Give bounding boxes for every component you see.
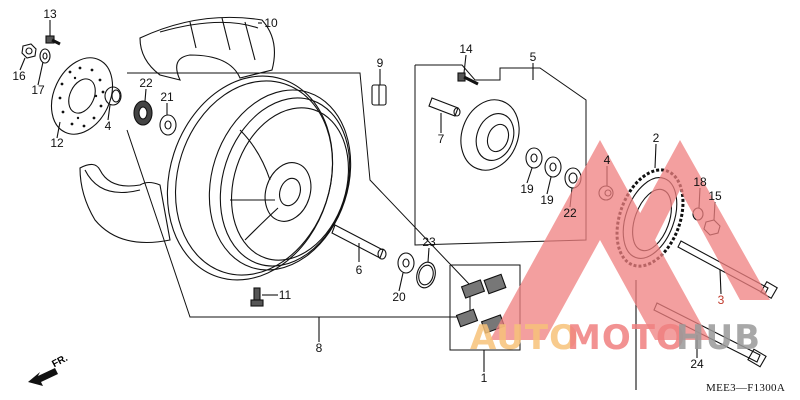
callout-7: 7: [437, 132, 445, 146]
bearing-icon: [133, 100, 153, 126]
callout-19-a: 19: [520, 182, 534, 196]
damper-group-outline: [449, 264, 521, 351]
callout-16: 16: [12, 69, 26, 83]
callout-10: 10: [264, 16, 278, 30]
callout-13: 13: [43, 7, 57, 21]
callout-3: 3: [717, 293, 725, 307]
bearing-icon: [397, 252, 415, 274]
callout-21: 21: [160, 90, 174, 104]
callout-4-left: 4: [104, 119, 112, 133]
callout-1: 1: [480, 371, 488, 385]
bolt-icon: [45, 35, 61, 46]
bearing-icon: [525, 147, 543, 169]
callout-22-left: 22: [139, 76, 153, 90]
watermark-text-auto: AUTO: [470, 318, 579, 358]
callout-2: 2: [652, 131, 660, 145]
watermark-logo-icon: [490, 140, 770, 340]
callout-11: 11: [278, 288, 292, 302]
collar-icon: [104, 86, 122, 106]
callout-15: 15: [708, 189, 722, 203]
tire-icon: [139, 16, 275, 81]
callout-12: 12: [50, 136, 64, 150]
valve-stem-icon: [250, 287, 264, 307]
callout-9: 9: [376, 56, 384, 70]
sleeve-icon: [428, 97, 461, 117]
callout-24: 24: [690, 357, 704, 371]
hub-flange-icon: [460, 99, 520, 171]
callout-22-right: 22: [563, 206, 577, 220]
callout-19-b: 19: [540, 193, 554, 207]
wheel-rim-icon: [166, 75, 352, 281]
watermark-text-hub: HUB: [676, 318, 761, 358]
brake-disc-icon: [50, 57, 114, 135]
damper-rubber-icon: [455, 273, 507, 334]
hub-group-outline: [414, 64, 587, 246]
nut-icon: [21, 43, 37, 59]
bearing-icon: [159, 114, 177, 136]
callout-4-right: 4: [603, 153, 611, 167]
callout-17: 17: [31, 83, 45, 97]
watermark-text-moto: MOTO: [567, 318, 686, 358]
callout-23: 23: [422, 235, 436, 249]
callout-6: 6: [355, 263, 363, 277]
callout-8: 8: [315, 341, 323, 355]
clip-icon: [371, 84, 387, 106]
callout-18: 18: [693, 175, 707, 189]
diagram-code: MEE3—F1300A: [706, 382, 786, 394]
callout-14: 14: [459, 42, 473, 56]
callout-5: 5: [529, 50, 537, 64]
front-direction-arrow-icon: [28, 368, 58, 386]
mudguard-icon: [79, 163, 171, 243]
bolt-icon: [457, 72, 479, 86]
wheel-group-outline: [126, 72, 471, 318]
callout-20: 20: [392, 290, 406, 304]
washer-icon: [39, 48, 51, 64]
o-ring-icon: [416, 261, 436, 289]
spacer-icon: [331, 224, 387, 260]
bearing-icon: [544, 156, 562, 178]
